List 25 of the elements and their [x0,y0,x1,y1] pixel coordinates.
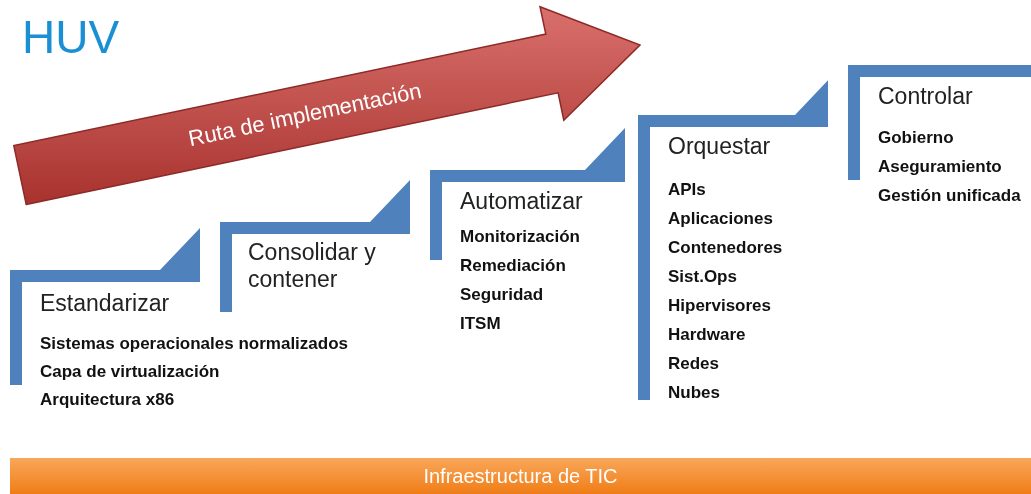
list-item: Nubes [668,383,721,403]
list-item: Aseguramiento [878,157,1003,177]
list-item: Capa de virtualización [40,362,221,382]
foundation-bar: Infraestructura de TIC [10,458,1031,494]
list-item: Aplicaciones [668,209,774,229]
step-heading: Consolidar y contener [248,239,377,293]
diagram-title: HUV [22,12,120,62]
list-item: Hardware [668,325,747,345]
list-item: Gestión unificada [878,186,1022,206]
list-item: Hipervisores [668,296,772,316]
list-item: Gobierno [878,128,955,148]
list-item: Redes [668,354,721,374]
list-item: Monitorización [460,227,581,247]
list-item: Remediación [460,256,567,276]
list-item: Sistemas operacionales normalizados [40,334,349,354]
step-heading: Orquestar [668,133,772,160]
step-heading: Controlar [878,83,974,110]
list-item: Sist.Ops [668,267,738,287]
step-heading: Automatizar [460,188,584,215]
list-item: Seguridad [460,285,545,305]
step-heading: Estandarizar [40,290,171,317]
list-item: APIs [668,180,707,200]
list-item: Contenedores [668,238,784,258]
list-item: ITSM [460,314,502,334]
list-item: Arquitectura x86 [40,390,176,410]
